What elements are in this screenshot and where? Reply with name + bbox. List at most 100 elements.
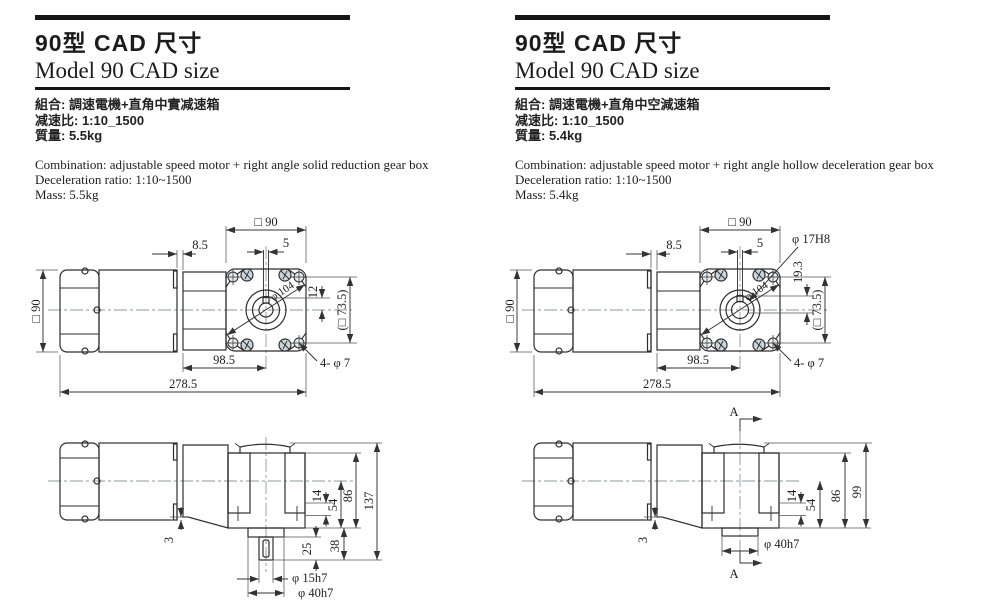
dim-bore-key: 19.3 — [791, 261, 805, 283]
gearbox-face-flange — [225, 268, 307, 352]
motor-body — [98, 442, 178, 521]
spec-block-en: Combination: adjustable speed motor + ri… — [35, 157, 485, 202]
spec-ratio-en: Deceleration ratio: 1:10~1500 — [515, 171, 672, 187]
panel-title-en: Model 90 CAD size — [35, 58, 220, 83]
gearbox-face-flange — [699, 268, 781, 352]
spec-ratio-zh: 减速比: 1:10_1500 — [35, 112, 145, 128]
motor-rear-cover — [59, 269, 100, 353]
gearbox-neck — [656, 271, 701, 351]
spec-mass-en: Mass: 5.4kg — [515, 186, 579, 202]
output-shaft — [258, 536, 274, 561]
dim-boss-dia: φ 40h7 — [298, 586, 333, 600]
spec-combination-zh: 組合: 調速電機+直角中實减速箱 — [35, 97, 220, 112]
dim-total-length: 278.5 — [169, 377, 197, 391]
dim-overall-height: 137 — [362, 492, 376, 511]
title-top-bar — [515, 15, 830, 20]
dimension-lines — [177, 443, 381, 597]
mount-slot — [227, 452, 251, 514]
side-view-solid-gearbox: 3 14 54 86 137 25 38 φ 15h7 φ 40h7 — [48, 437, 382, 600]
mount-slot — [758, 452, 780, 514]
motor-flange-boss — [239, 443, 291, 453]
motor-body — [572, 442, 652, 521]
gearbox-block — [701, 452, 780, 529]
dim-key-width: 5 — [283, 236, 289, 250]
dim-14: 14 — [785, 489, 799, 502]
dim-shaft-length: 25 — [300, 543, 314, 556]
spec-combination-en: Combination: adjustable speed motor + ri… — [35, 156, 429, 172]
dim-key-width: 5 — [757, 236, 763, 250]
motor-rear-cover — [59, 442, 100, 521]
dim-step: 3 — [636, 537, 650, 543]
dim-mount-holes: 4- φ 7 — [794, 356, 824, 370]
dim-step: 3 — [162, 537, 176, 543]
panel-header-solid: 90型 CAD 尺寸 Model 90 CAD size 組合: 調速電機+直角… — [35, 15, 485, 202]
gearbox-block — [227, 452, 306, 529]
title-top-bar — [35, 15, 350, 20]
dim-54: 54 — [804, 498, 818, 511]
hollow-output-boss — [721, 527, 759, 537]
spec-ratio-zh: 减速比: 1:10_1500 — [515, 112, 625, 128]
spec-block-en: Combination: adjustable speed motor + ri… — [515, 157, 965, 202]
gearbox-neck — [656, 444, 703, 529]
side-view-hollow-gearbox: A A 3 14 54 86 99 φ 40h7 — [522, 405, 872, 581]
dim-14: 14 — [310, 489, 324, 502]
dim-body-height: □ 90 — [503, 299, 517, 322]
gearbox-neck — [182, 444, 229, 529]
panel-title-zh: 90型 CAD 尺寸 — [35, 30, 203, 56]
dim-overall-height: 99 — [850, 486, 864, 499]
title-underline — [515, 87, 830, 90]
dim-shaft-dia: φ 15h7 — [292, 571, 327, 585]
panel-title-en: Model 90 CAD size — [515, 58, 700, 83]
top-view-solid-gearbox: □ 90 8.5 5 12 (□ 73.5) □ 90 98.5 278.5 4… — [29, 215, 357, 397]
motor-and-gearbox-outline — [533, 440, 780, 537]
assembly-screw — [714, 268, 766, 352]
motor-flange-boss — [713, 443, 765, 453]
spec-block-zh: 組合: 調速電機+直角中空減速箱 减速比: 1:10_1500 質量: 5.4k… — [515, 97, 965, 144]
spec-block-zh: 組合: 調速電機+直角中實减速箱 减速比: 1:10_1500 質量: 5.5k… — [35, 97, 485, 144]
dim-mount-holes: 4- φ 7 — [320, 356, 350, 370]
dimension-lines — [39, 226, 354, 396]
dim-54: 54 — [326, 498, 340, 511]
spec-combination-zh: 組合: 調速電機+直角中空減速箱 — [515, 97, 700, 112]
spec-mass-zh: 質量: 5.5kg — [35, 128, 103, 143]
spec-mass-en: Mass: 5.5kg — [35, 186, 99, 202]
assembly-screw — [240, 268, 292, 352]
dim-86: 86 — [341, 490, 355, 503]
dim-flange-gap: 8.5 — [666, 238, 682, 252]
spec-ratio-en: Deceleration ratio: 1:10~1500 — [35, 171, 192, 187]
spec-mass-zh: 質量: 5.4kg — [515, 128, 583, 143]
shaft-keyway — [262, 539, 270, 558]
motor-body — [98, 269, 178, 353]
top-view-hollow-gearbox: □ 90 8.5 5 φ 17H8 19.3 (□ 73.5) □ 90 98.… — [503, 215, 831, 397]
dim-body-height: □ 90 — [29, 299, 43, 322]
motor-rear-cover — [533, 269, 574, 353]
dim-flange-gap: 8.5 — [192, 238, 208, 252]
motor-rear-cover — [533, 442, 574, 521]
dim-bolt-square: (□ 73.5) — [335, 290, 349, 331]
title-underline — [35, 87, 350, 90]
section-label-bottom: A — [729, 567, 738, 581]
dim-width-top: □ 90 — [728, 215, 751, 229]
extension-lines — [170, 442, 382, 597]
dim-bore-dia: φ 17H8 — [792, 232, 830, 246]
gearbox-neck — [182, 271, 227, 351]
dim-key-offset: 12 — [306, 286, 320, 299]
dim-bolt-square: (□ 73.5) — [810, 290, 824, 331]
mount-slot — [284, 452, 306, 514]
dimension-lines — [513, 226, 829, 396]
motor-body — [572, 269, 652, 353]
dim-86: 86 — [829, 490, 843, 503]
dimension-lines — [651, 443, 870, 555]
dim-shaft-total: 38 — [328, 540, 342, 553]
panel-header-hollow: 90型 CAD 尺寸 Model 90 CAD size 組合: 調速電機+直角… — [515, 15, 965, 202]
motor-and-gearbox-outline — [59, 440, 306, 561]
dim-gearbox-length: 98.5 — [687, 353, 709, 367]
section-marks — [739, 415, 762, 567]
dim-boss-dia: φ 40h7 — [764, 537, 799, 551]
panel-title-zh: 90型 CAD 尺寸 — [515, 30, 683, 56]
dim-width-top: □ 90 — [254, 215, 277, 229]
mount-slot — [701, 452, 725, 514]
dim-total-length: 278.5 — [643, 377, 671, 391]
section-label-top: A — [729, 405, 738, 419]
